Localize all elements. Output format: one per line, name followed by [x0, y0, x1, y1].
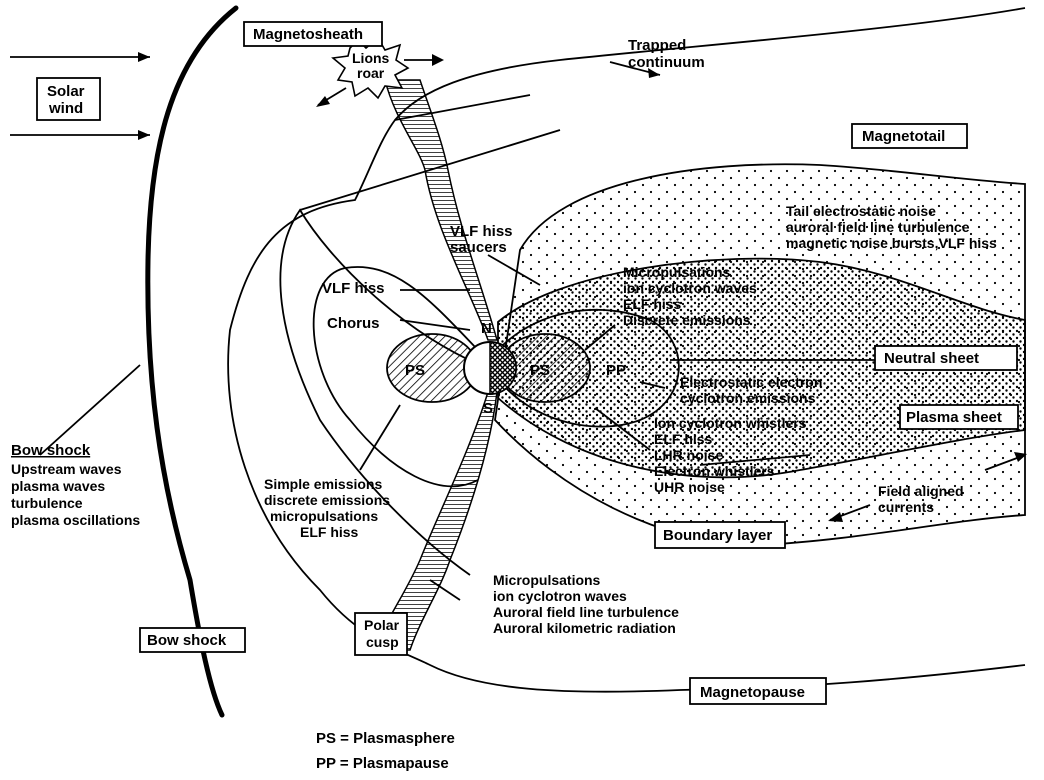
- cusp-waves-4: Auroral kilometric radiation: [493, 620, 676, 636]
- solar-wind-label-1: Solar: [47, 83, 85, 100]
- legend-pp: PP = Plasmapause: [316, 755, 449, 772]
- plasma-sheet-label: Plasma sheet: [906, 409, 1002, 426]
- polar-cusp-south: [375, 392, 497, 650]
- bow-shock-1: Upstream waves: [11, 461, 122, 477]
- vlf-saucers-label-2: saucers: [450, 239, 507, 256]
- pp-waves-2: ion cyclotron waves: [623, 280, 757, 296]
- legend-ps: PS = Plasmasphere: [316, 730, 455, 747]
- bow-shock-3: turbulence: [11, 495, 83, 511]
- elf-hiss-2: ELF hiss: [654, 431, 713, 447]
- bow-shock-2: plasma waves: [11, 478, 105, 494]
- bow-shock-curve: [148, 8, 236, 715]
- pp-label: PP: [606, 362, 626, 379]
- lhr-noise: LHR noise: [654, 447, 723, 463]
- cusp-waves-3: Auroral field line turbulence: [493, 604, 679, 620]
- simple-1: Simple emissions: [264, 476, 382, 492]
- field-aligned-2: currents: [878, 499, 934, 515]
- magnetopause-label: Magnetopause: [700, 684, 805, 701]
- polar-cusp-north: [385, 80, 497, 340]
- tail-noise-2: auroral field line turbulence: [786, 219, 970, 235]
- cusp-waves-1: Micropulsations: [493, 572, 601, 588]
- vlf-hiss-label: VLF hiss: [322, 280, 385, 297]
- chorus-label: Chorus: [327, 315, 380, 332]
- neutral-sheet-label: Neutral sheet: [884, 350, 979, 367]
- simple-4: ELF hiss: [300, 524, 359, 540]
- lions-roar-label-2: roar: [357, 65, 385, 81]
- boundary-layer-label: Boundary layer: [663, 527, 772, 544]
- field-aligned-1: Field aligned: [878, 483, 964, 499]
- magnetotail-label: Magnetotail: [862, 128, 945, 145]
- uhr-noise: UHR noise: [654, 479, 725, 495]
- south-label: S: [483, 400, 493, 417]
- cusp-waves-2: ion cyclotron waves: [493, 588, 627, 604]
- simple-3: micropulsations: [270, 508, 378, 524]
- trapped-label-1: Trapped: [628, 37, 686, 54]
- earth: [464, 342, 516, 394]
- ps-left-label: PS: [405, 362, 425, 379]
- polar-cusp-2: cusp: [366, 634, 399, 650]
- electron-whistlers: Electron whistlers: [654, 463, 775, 479]
- bow-shock-title: Bow shock: [11, 442, 91, 459]
- electrostatic-2: cyclotron emissions: [680, 390, 816, 406]
- magnetosheath-label: Magnetosheath: [253, 26, 363, 43]
- ion-whistlers: Ion cyclotron whistlers: [654, 415, 807, 431]
- ps-right-label: PS: [530, 362, 550, 379]
- vlf-saucers-label-1: VLF hiss: [450, 223, 513, 240]
- electrostatic-1: Electrostatic electron: [680, 374, 822, 390]
- simple-2: discrete emissions: [264, 492, 390, 508]
- bow-shock-box-label: Bow shock: [147, 632, 227, 649]
- tail-noise-3: magnetic noise bursts,VLF hiss: [786, 235, 997, 251]
- polar-cusp-1: Polar: [364, 617, 400, 633]
- pp-waves-4: Discrete emissions: [623, 312, 751, 328]
- bow-shock-4: plasma oscillations: [11, 512, 140, 528]
- pp-waves-3: ELF hiss: [623, 296, 682, 312]
- north-label: N: [481, 320, 492, 337]
- tail-noise-1: Tail electrostatic noise: [786, 203, 936, 219]
- lions-roar-label-1: Lions: [352, 50, 390, 66]
- pp-waves-1: Micropulsations: [623, 264, 731, 280]
- solar-wind-label-2: wind: [48, 100, 83, 117]
- trapped-label-2: continuum: [628, 54, 705, 71]
